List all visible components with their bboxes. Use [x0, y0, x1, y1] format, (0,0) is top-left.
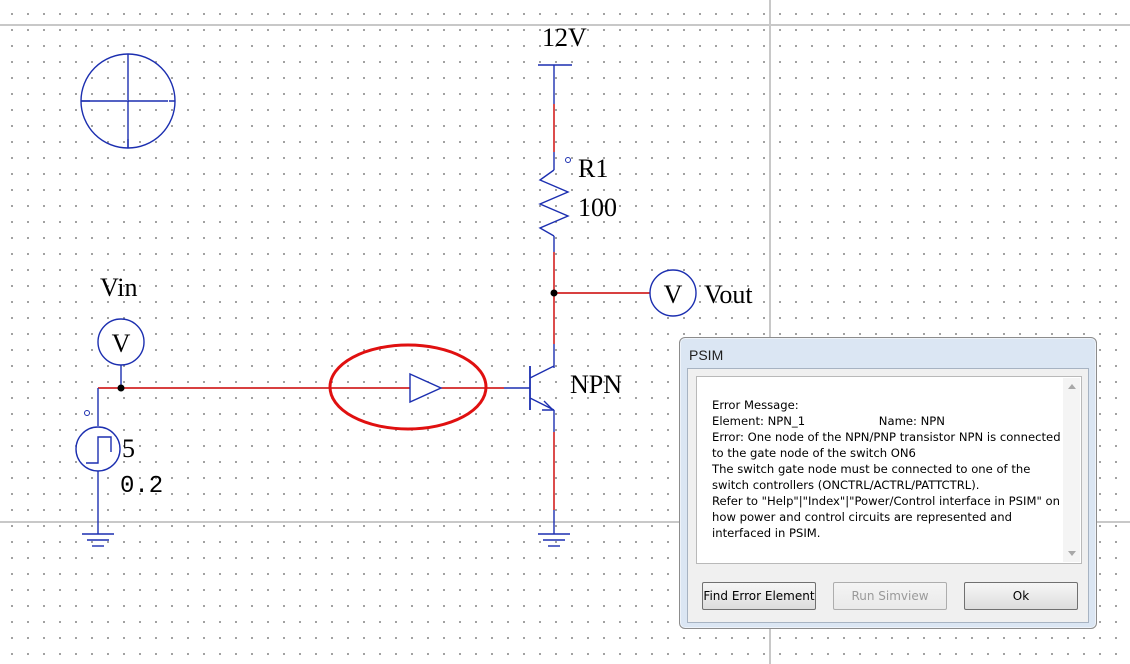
vin-probe-symbol: V: [112, 329, 131, 358]
resistor-r1[interactable]: [538, 152, 571, 252]
error-message-box[interactable]: Error Message: Element: NPN_1 Name: NPN …: [696, 376, 1082, 564]
message-scrollbar[interactable]: [1063, 378, 1080, 562]
ground-icon: [82, 471, 114, 547]
ground-icon: [538, 510, 570, 547]
message-line: Refer to "Help"|"Index"|"Power/Control i…: [712, 494, 1060, 508]
scroll-down-arrow-icon[interactable]: [1068, 551, 1076, 556]
source-duty-label: 0.2: [120, 473, 163, 500]
dialog-body: Error Message: Element: NPN_1 Name: NPN …: [687, 368, 1089, 623]
ok-button[interactable]: Ok: [964, 582, 1078, 610]
supply-label: 12V: [542, 23, 587, 52]
psim-error-dialog[interactable]: PSIM Error Message: Element: NPN_1 Name:…: [679, 337, 1097, 629]
message-line: to the gate node of the switch ON6: [712, 446, 916, 460]
message-line: Element: NPN_1 Name: NPN: [712, 414, 945, 428]
message-line: The switch gate node must be connected t…: [712, 462, 1031, 476]
vout-probe-symbol: V: [664, 280, 683, 309]
error-message-text: Error Message: Element: NPN_1 Name: NPN …: [712, 397, 1064, 541]
error-highlight-ellipse: [328, 343, 488, 431]
scroll-up-arrow-icon[interactable]: [1068, 384, 1076, 389]
message-line: interfaced in PSIM.: [712, 526, 821, 540]
message-line: how power and control circuits are repre…: [712, 510, 1012, 524]
junction-node: [117, 384, 125, 392]
dc-supply-12v[interactable]: [538, 64, 572, 104]
resistor-name-label: R1: [578, 154, 608, 183]
vin-label: Vin: [100, 273, 137, 302]
transistor-label: NPN: [570, 370, 622, 399]
message-line: Error: One node of the NPN/PNP transisto…: [712, 430, 1061, 444]
source-amplitude-label: 5: [122, 434, 135, 463]
run-simview-button[interactable]: Run Simview: [833, 582, 947, 610]
npn-transistor[interactable]: [504, 344, 555, 432]
message-line: Error Message:: [712, 398, 799, 412]
on-off-controller[interactable]: [409, 372, 443, 404]
voltmeter-vin[interactable]: V: [97, 318, 145, 366]
dialog-title: PSIM: [689, 347, 724, 363]
simulation-clock-icon[interactable]: [80, 53, 176, 149]
vout-label: Vout: [704, 280, 753, 309]
voltmeter-vout[interactable]: V: [649, 269, 697, 317]
message-line: switch controllers (ONCTRL/ACTRL/PATTCTR…: [712, 478, 980, 492]
resistor-value-label: 100: [578, 193, 617, 222]
find-error-element-button[interactable]: Find Error Element: [702, 582, 816, 610]
junction-node: [550, 289, 558, 297]
